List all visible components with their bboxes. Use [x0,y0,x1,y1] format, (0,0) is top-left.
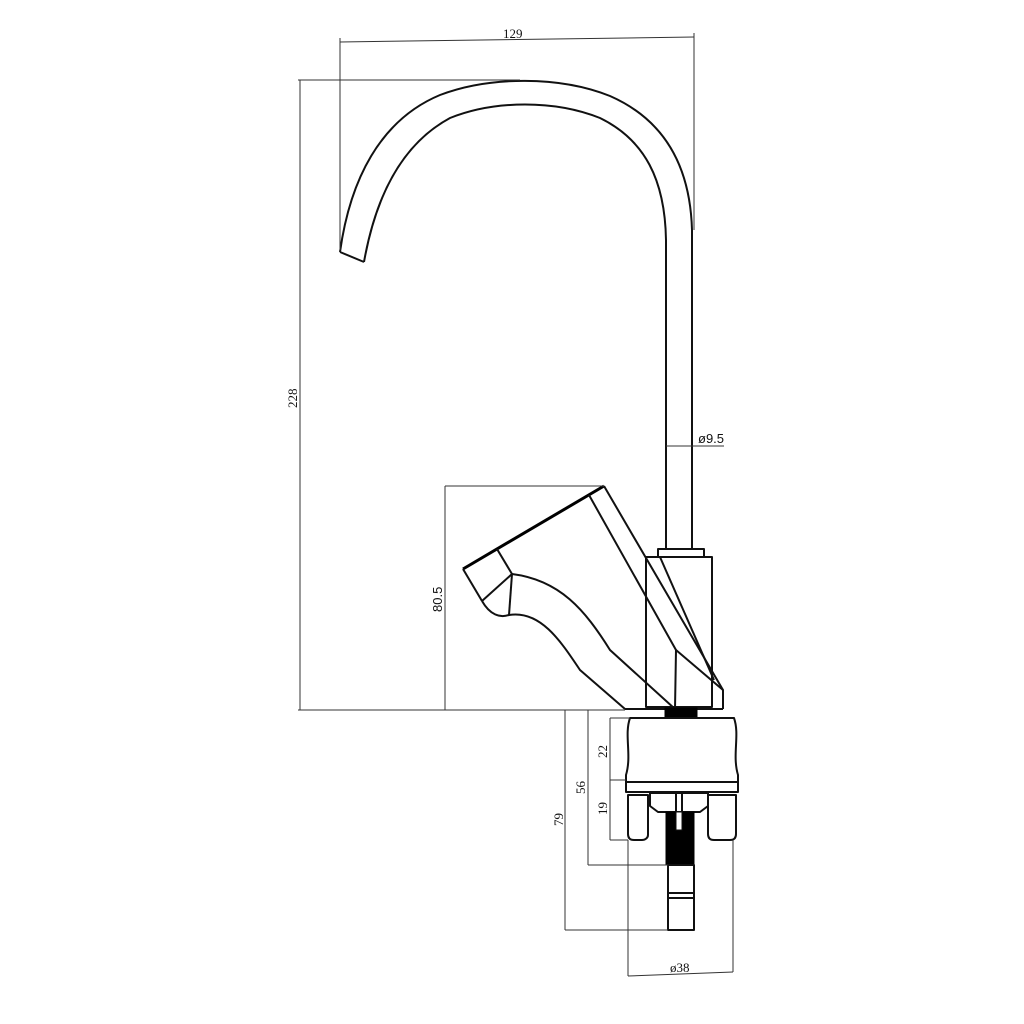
dim-spout-tube-diameter: ø9.5 [698,431,724,446]
spout-collar [645,548,713,708]
dimension-lines [298,33,734,977]
dim-base-diameter: ø38 [670,960,690,975]
dim-overall-height: 228 [285,389,300,409]
deck-spacer [664,707,698,719]
dim-base-flange-height: 19 [595,802,610,815]
dim-lever-height: 80.5 [430,587,445,612]
dim-spout-reach: 129 [503,26,523,41]
dim-shank-thread-length: 56 [573,781,588,795]
lever-handle [462,484,724,710]
spout [339,79,693,550]
dim-base-body-height: 22 [595,745,610,758]
dim-total-below-deck: 79 [551,813,566,826]
threaded-shank [665,811,695,931]
